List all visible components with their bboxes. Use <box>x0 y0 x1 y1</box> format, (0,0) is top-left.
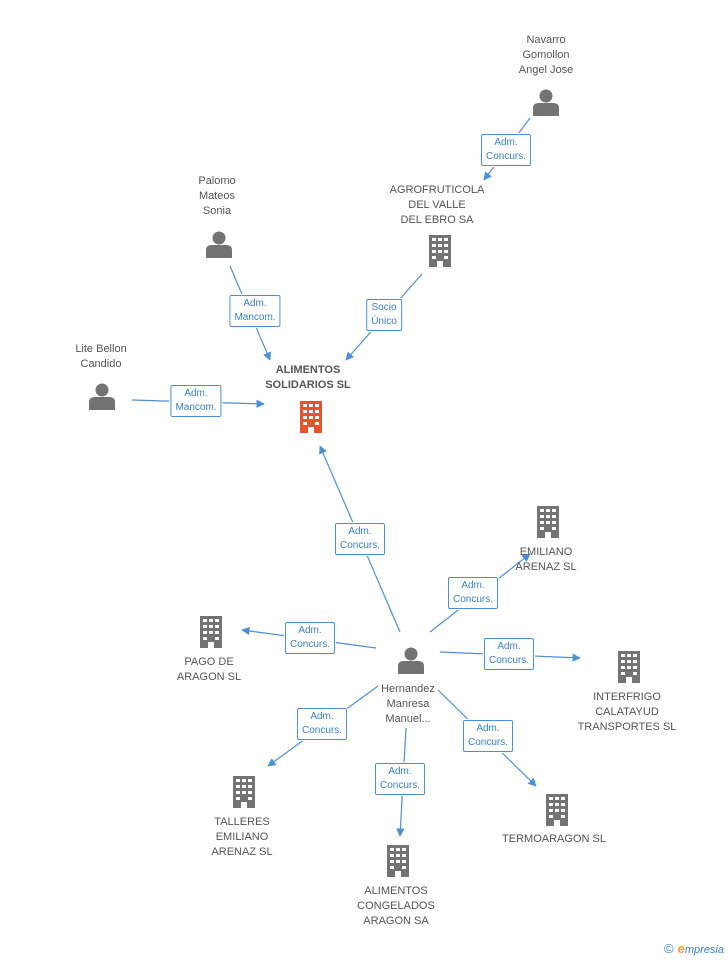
edge-label-agro-main[interactable]: Socio Único <box>366 299 402 331</box>
node-label-emiliano[interactable]: EMILIANO ARENAZ SL <box>515 546 577 573</box>
brand-logo: empresia <box>677 941 724 956</box>
edge-label-hernandez-emiliano[interactable]: Adm. Concurs. <box>447 577 499 609</box>
node-label-lite[interactable]: Lite Bellon Candido <box>75 343 127 370</box>
person-icon[interactable] <box>206 231 232 259</box>
edge-label-hernandez-congelados[interactable]: Adm. Concurs. <box>374 763 426 795</box>
person-icon[interactable] <box>533 89 559 117</box>
node-label-palomo[interactable]: Palomo Mateos Sonia <box>198 175 236 217</box>
node-label-talleres[interactable]: TALLERES EMILIANO ARENAZ SL <box>211 816 273 858</box>
node-label-congelados[interactable]: ALIMENTOS CONGELADOS ARAGON SA <box>357 885 435 927</box>
edge-label-lite-main[interactable]: Adm. Mancom. <box>170 385 222 417</box>
node-label-pago[interactable]: PAGO DE ARAGON SL <box>176 656 242 683</box>
person-icon[interactable] <box>89 383 115 411</box>
copyright-icon: © <box>664 941 674 956</box>
node-label-termoaragon[interactable]: TERMOARAGON SL <box>502 833 606 845</box>
node-label-main[interactable]: ALIMENTOS SOLIDARIOS SL <box>265 364 351 391</box>
node-label-interfrigo[interactable]: INTERFRIGO CALATAYUD TRANSPORTES SL <box>577 691 677 733</box>
person-icon[interactable] <box>398 647 424 675</box>
node-label-agrofruticola[interactable]: AGROFRUTICOLA DEL VALLE DEL EBRO SA <box>389 184 485 226</box>
edge-label-hernandez-termoaragon[interactable]: Adm. Concurs. <box>462 720 514 752</box>
edge-label-palomo-main[interactable]: Adm. Mancom. <box>229 295 281 327</box>
edge-label-hernandez-pago[interactable]: Adm. Concurs. <box>284 622 336 654</box>
footer-brand[interactable]: © empresia <box>664 941 724 956</box>
node-label-hernandez[interactable]: Hernandez Manresa Manuel... <box>381 683 435 725</box>
edge-label-hernandez-main[interactable]: Adm. Concurs. <box>334 523 386 555</box>
node-label-navarro[interactable]: Navarro Gomollon Angel Jose <box>518 34 574 76</box>
edge-label-hernandez-interfrigo[interactable]: Adm. Concurs. <box>483 638 535 670</box>
edge-label-hernandez-talleres[interactable]: Adm. Concurs. <box>296 708 348 740</box>
edge-label-navarro-agro[interactable]: Adm. Concurs. <box>480 134 532 166</box>
